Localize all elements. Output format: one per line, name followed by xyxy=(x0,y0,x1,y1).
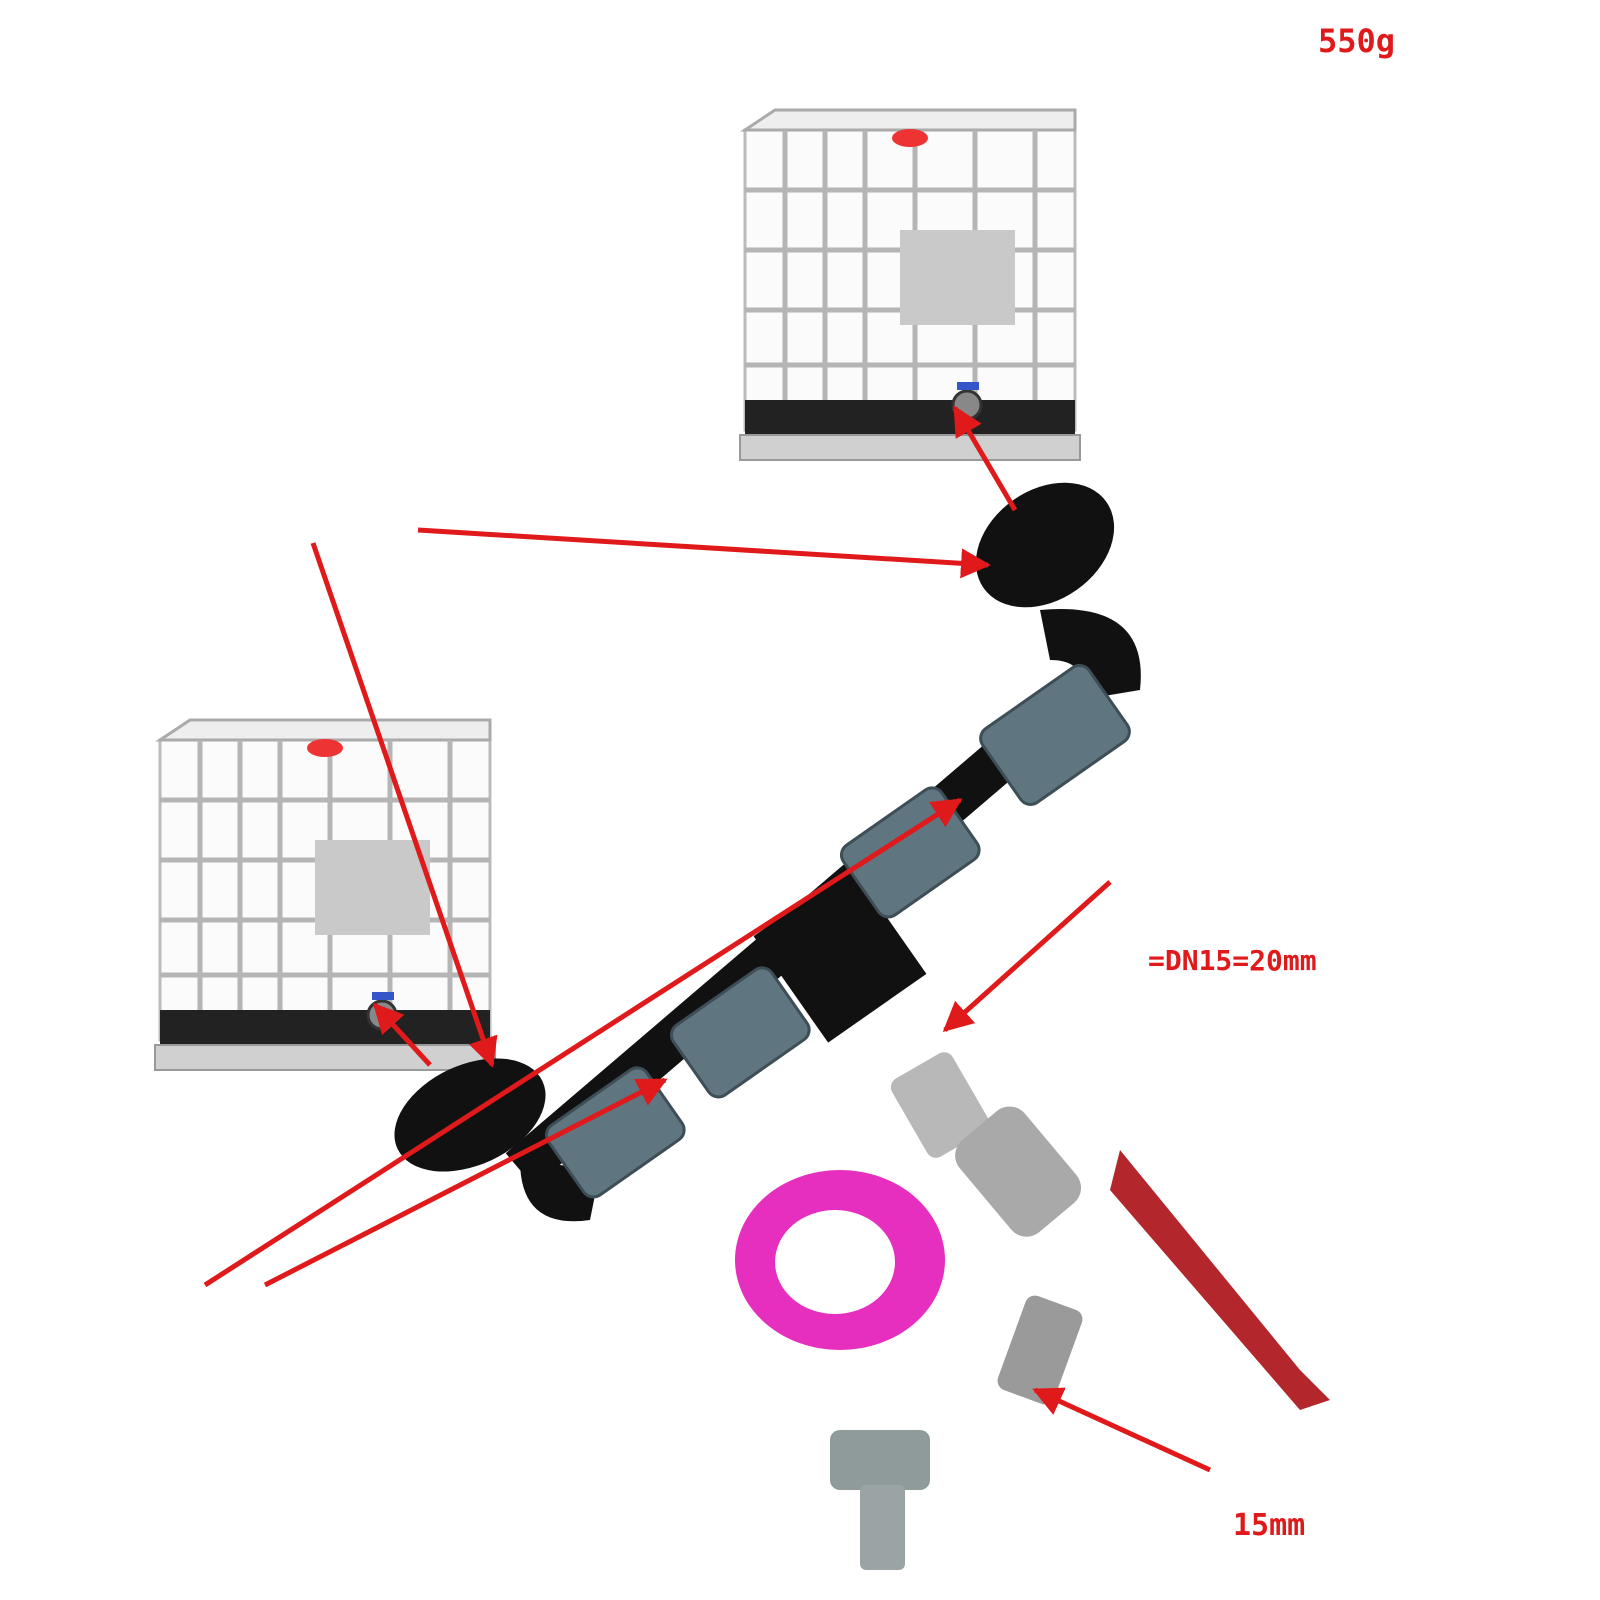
tee-fitting xyxy=(753,867,927,1043)
arrow-to-upper-pipe xyxy=(203,797,963,1288)
weight-label: 550g xyxy=(1318,22,1396,60)
ibc-adapter-cap-top xyxy=(975,482,1115,608)
ball-valve-tap xyxy=(890,1052,1330,1410)
arrow-to-top-cap xyxy=(417,527,991,579)
arrow-to-left-tank-tap xyxy=(372,1002,432,1067)
arrow-to-lower-pipe xyxy=(263,1077,668,1288)
arrow-to-left-cap xyxy=(310,542,498,1068)
compression-coupling-3 xyxy=(669,966,811,1099)
arrow-to-top-tank-tap xyxy=(952,405,1018,512)
tap-size-label: 15mm xyxy=(1233,1508,1306,1543)
hose-connector xyxy=(830,1430,930,1570)
compression-coupling-1 xyxy=(979,664,1131,806)
ibc-tank-left xyxy=(155,720,495,1070)
pipe-size-label: =DN15=20mm xyxy=(1148,944,1317,977)
annotation-arrows xyxy=(203,405,1212,1473)
arrow-to-tee-outlet xyxy=(942,880,1112,1033)
arrow-to-tap-outlet xyxy=(1032,1387,1212,1473)
ptfe-tape-roll xyxy=(735,1170,945,1350)
ibc-tank-top xyxy=(740,110,1080,460)
